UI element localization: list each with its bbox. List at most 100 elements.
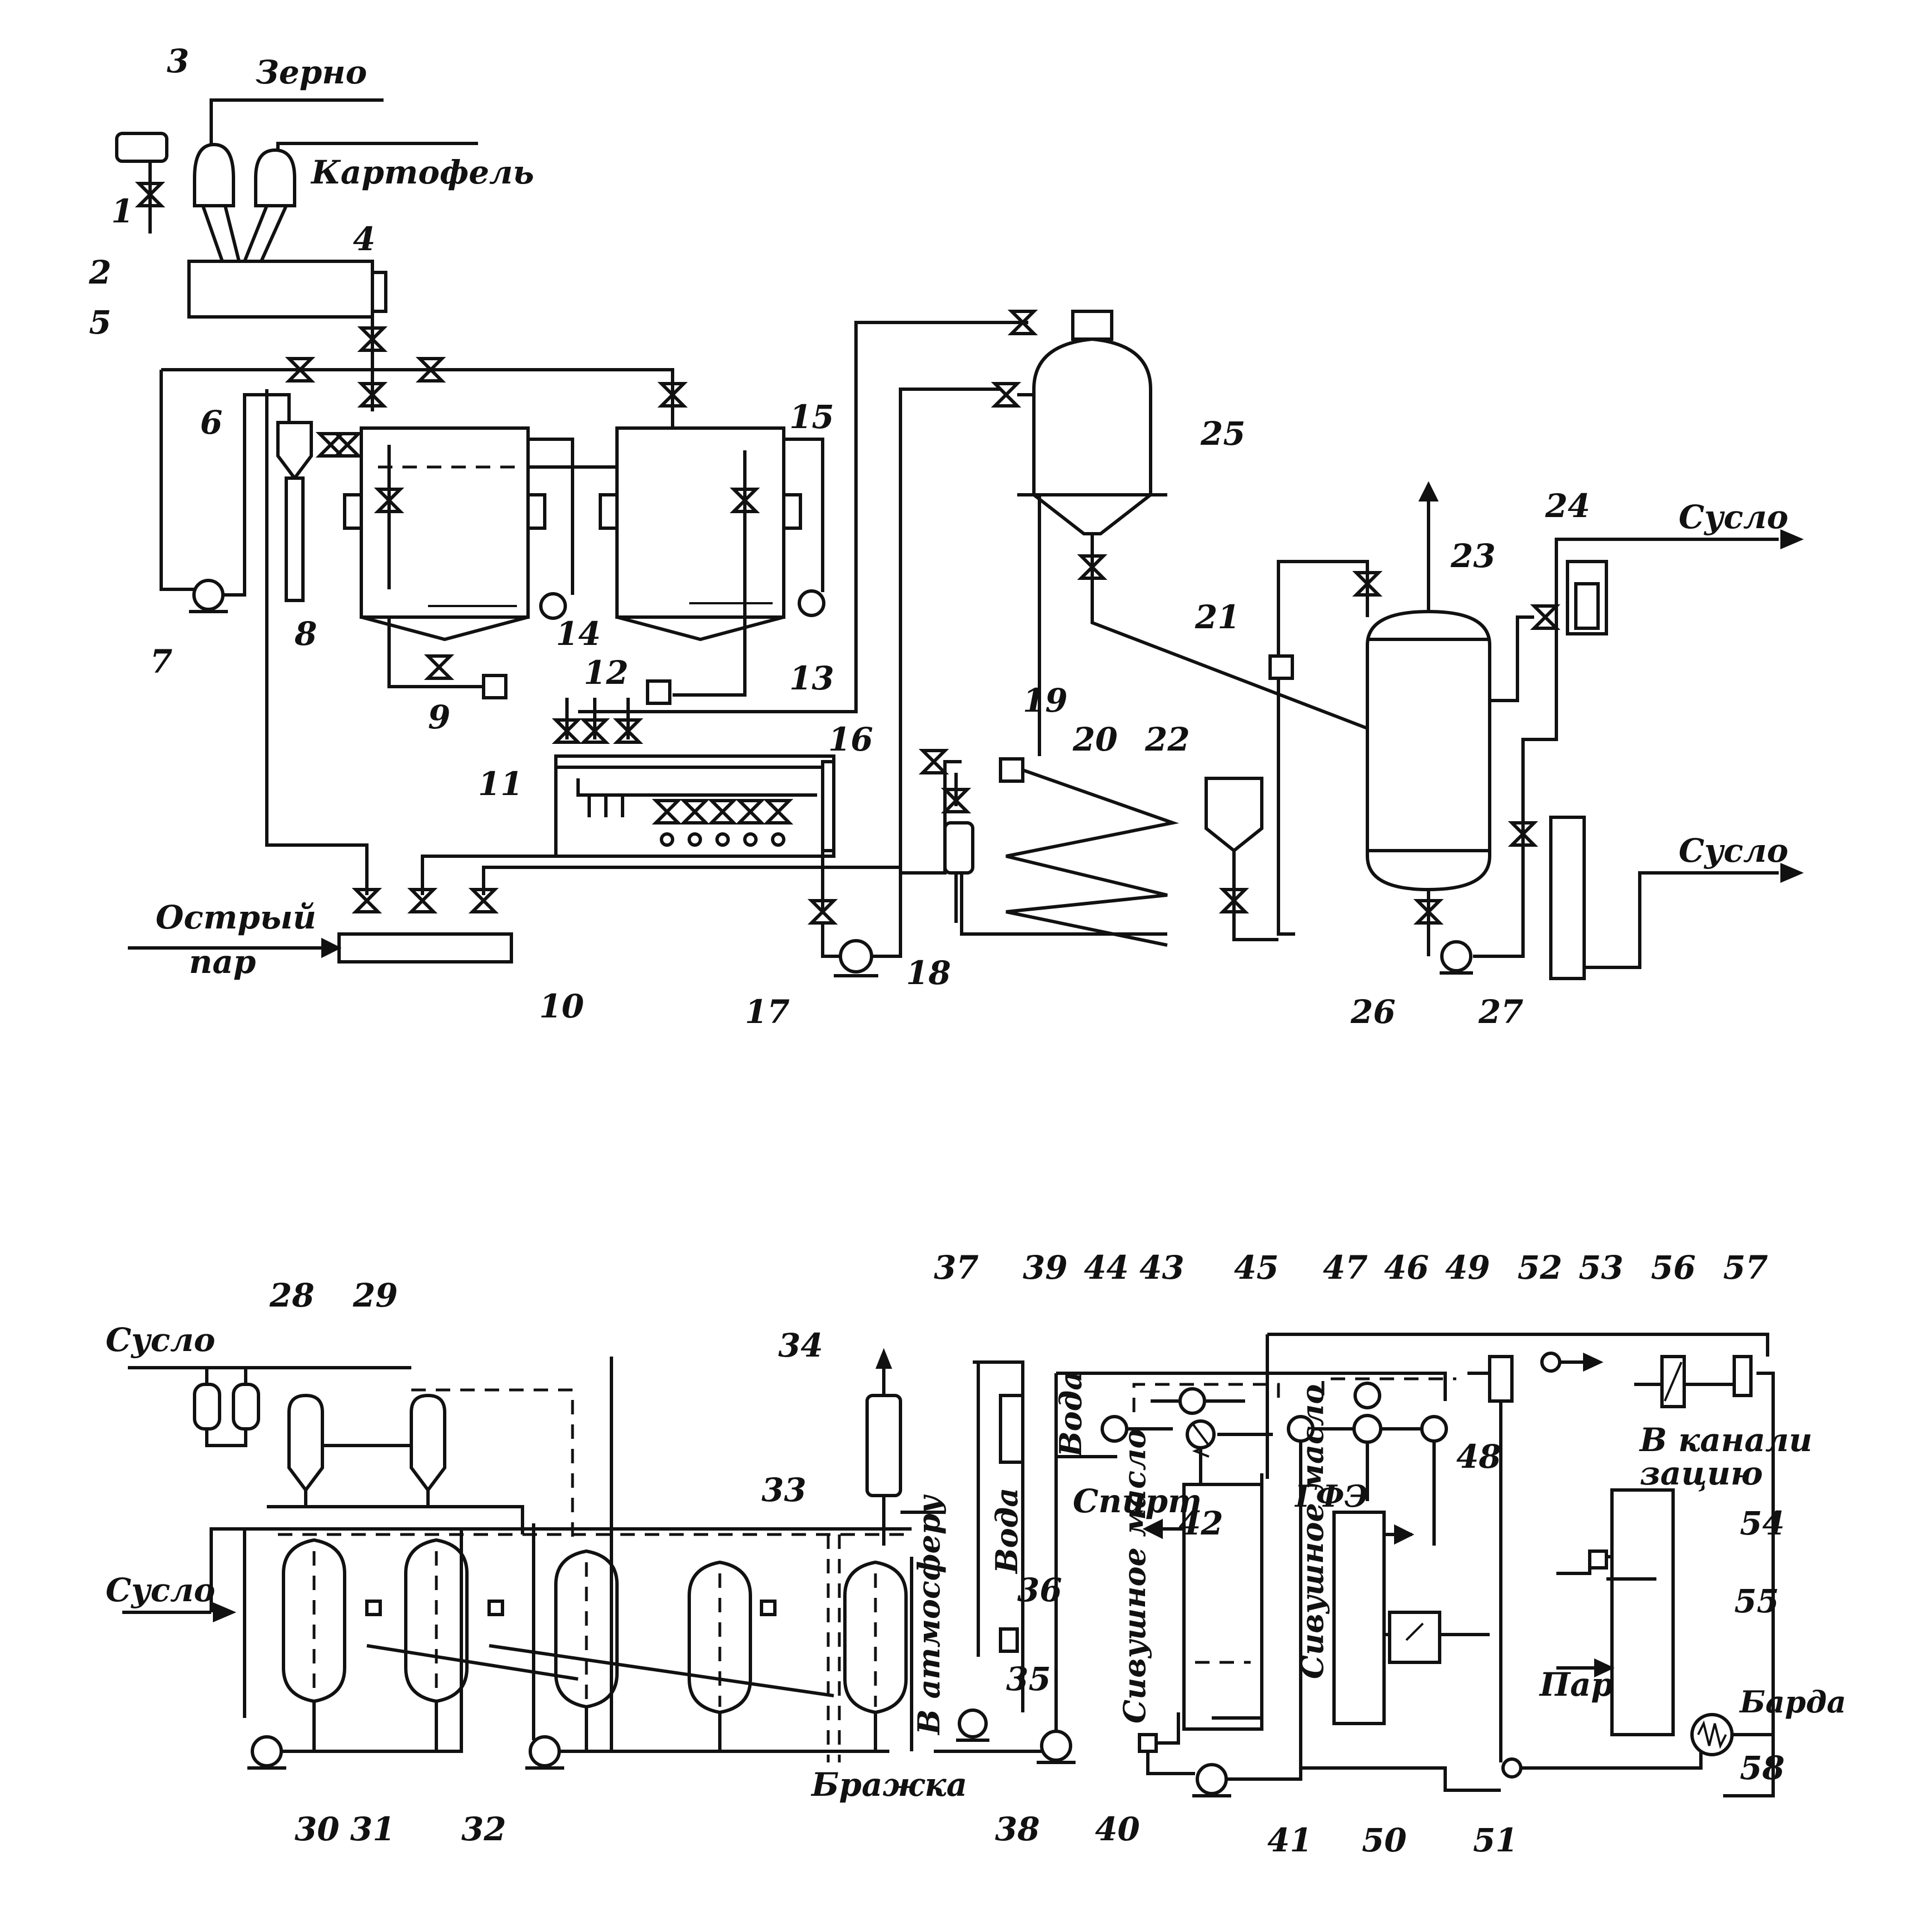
unit-18 (943, 821, 974, 875)
label-58: 58 (1740, 1749, 1785, 1787)
label-13: 13 (789, 659, 834, 697)
label-17: 17 (745, 993, 790, 1031)
unit-5-premixer (187, 260, 374, 319)
label-v-atmosferu: В атмосферу (911, 1494, 947, 1736)
label-23: 23 (1450, 537, 1496, 575)
pump-41 (1196, 1763, 1228, 1795)
label-6: 6 (200, 404, 222, 441)
valve-icon (729, 488, 760, 513)
label-3: 3 (167, 42, 189, 80)
label-par-2: Пар (1539, 1666, 1614, 1703)
label-20: 20 (1072, 721, 1118, 758)
label-4: 4 (353, 220, 375, 258)
hopper-3 (193, 142, 235, 207)
coil-20 (1006, 768, 1180, 947)
valve-icon (1413, 899, 1444, 925)
filter-28b (232, 1383, 260, 1431)
filter-28a (193, 1383, 221, 1431)
valve-icon (285, 357, 316, 383)
column-42 (1182, 1483, 1263, 1731)
label-38: 38 (995, 1810, 1040, 1848)
unit-49 (1420, 1415, 1448, 1443)
valve-icon (374, 488, 405, 513)
valve-icon (657, 382, 688, 408)
unit-39 (1101, 1415, 1128, 1443)
unit-52 (1488, 1355, 1514, 1403)
label-30: 30 (295, 1810, 340, 1848)
unit-57 (1733, 1355, 1753, 1397)
fermenter-31b (404, 1538, 469, 1703)
valve-icon (651, 799, 794, 825)
label-sivushnoe-1: Сивушное масло (1117, 1429, 1152, 1724)
label-51: 51 (1473, 1821, 1518, 1859)
yeast-generator-29a (287, 1393, 324, 1493)
label-43: 43 (1139, 1249, 1185, 1287)
unit-54 (1588, 1549, 1608, 1570)
text-labels: Зерно Картофель Острый пар Сусло Сусло С… (106, 53, 1846, 1804)
label-12: 12 (584, 654, 629, 692)
label-voda-1: Вода (1053, 1371, 1088, 1458)
label-14: 14 (556, 615, 601, 653)
label-barda: Барда (1739, 1684, 1846, 1720)
label-ostryi: Острый (156, 898, 316, 936)
label-suslo-out-1: Сусло (1679, 498, 1788, 536)
label-24: 24 (1545, 487, 1590, 525)
unit-46 (1352, 1414, 1382, 1444)
valve-icon (415, 357, 446, 383)
unit-27 (1549, 816, 1586, 980)
pump-32 (529, 1735, 561, 1767)
unit-34 (865, 1394, 902, 1497)
label-18: 18 (906, 954, 951, 992)
label-5: 5 (89, 304, 111, 341)
valve-icon (1077, 554, 1108, 580)
label-47: 47 (1323, 1249, 1368, 1287)
label-34: 34 (778, 1327, 823, 1364)
unit-21 (1268, 654, 1294, 680)
label-41: 41 (1267, 1821, 1312, 1859)
pump-35 (958, 1708, 988, 1739)
label-46: 46 (1384, 1249, 1429, 1287)
valve-icon (424, 654, 455, 680)
label-v-kanalizaciyu-2: зацию (1640, 1454, 1763, 1492)
bottom-section (122, 1333, 1775, 1797)
label-54: 54 (1740, 1504, 1785, 1542)
label-55: 55 (1734, 1582, 1779, 1620)
fermenter-33b (688, 1560, 752, 1715)
column-48 (1332, 1511, 1386, 1725)
label-2: 2 (88, 254, 111, 291)
valve-icon (1352, 571, 1383, 597)
label-44: 44 (1084, 1249, 1129, 1287)
unit-12 (646, 679, 671, 705)
valve-icon (1007, 310, 1038, 335)
label-15: 15 (789, 398, 834, 436)
label-16: 16 (828, 721, 873, 758)
label-sivushnoe-2: Сивушное масло (1295, 1384, 1330, 1679)
valve-icon (918, 749, 949, 774)
label-v-kanalizaciyu-1: В канали (1639, 1421, 1813, 1459)
fermenter-33c (843, 1560, 908, 1715)
label-kartofel: Картофель (310, 153, 534, 191)
grain-feed-line (210, 98, 384, 145)
label-56: 56 (1651, 1249, 1696, 1287)
unit-50 (1388, 1611, 1441, 1664)
unit-1 (115, 132, 168, 163)
pump-17 (839, 939, 873, 974)
label-zerno: Зерно (256, 53, 367, 91)
top-section (115, 98, 1804, 980)
unit-9 (482, 674, 507, 699)
label-suslo-in-1: Сусло (106, 1321, 215, 1359)
label-brazhka: Бражка (810, 1766, 967, 1804)
valve-icon (135, 182, 166, 207)
label-49: 49 (1445, 1249, 1490, 1287)
label-7: 7 (150, 643, 172, 681)
unit-51 (1501, 1757, 1522, 1779)
unit-22 (1205, 777, 1263, 853)
label-25: 25 (1200, 415, 1246, 453)
unit-53 (1540, 1352, 1561, 1373)
label-22: 22 (1144, 721, 1190, 758)
valve-icon (357, 326, 388, 352)
column-55 (1610, 1488, 1675, 1736)
valve-icon (807, 899, 838, 925)
label-gfe: ГФЭ (1294, 1478, 1368, 1514)
